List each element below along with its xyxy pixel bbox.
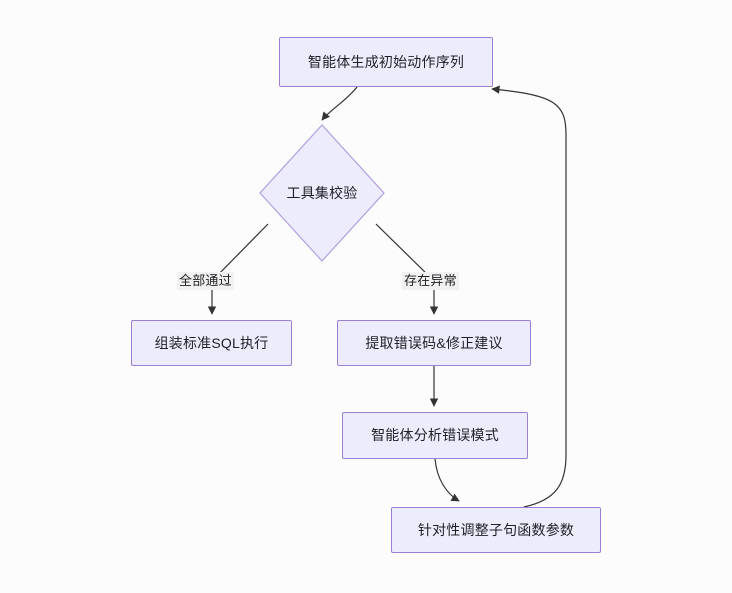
node-label: 组装标准SQL执行 — [154, 334, 269, 351]
edge-label-has-exception: 存在异常 — [402, 272, 459, 291]
node-label-wrapper: 工具集校验 — [259, 124, 385, 262]
edge-adjust-to-start-feedback — [491, 85, 567, 508]
edge-label-all-passed: 全部通过 — [177, 272, 234, 291]
node-label: 智能体分析错误模式 — [371, 427, 499, 444]
node-extract-error-code[interactable]: 提取错误码&修正建议 — [337, 320, 531, 366]
node-adjust-clause-function-params[interactable]: 针对性调整子句函数参数 — [391, 507, 601, 553]
edge-analyze-to-adjust — [434, 458, 460, 502]
node-assemble-standard-sql[interactable]: 组装标准SQL执行 — [131, 320, 292, 366]
node-label: 智能体生成初始动作序列 — [307, 53, 465, 70]
edge-label-text: 全部通过 — [179, 273, 232, 288]
node-generate-initial-actions[interactable]: 智能体生成初始动作序列 — [279, 37, 493, 87]
node-label: 工具集校验 — [286, 185, 358, 201]
node-toolset-validation[interactable]: 工具集校验 — [259, 124, 385, 262]
diamond-shape — [259, 124, 385, 262]
node-label: 针对性调整子句函数参数 — [417, 521, 575, 538]
node-label: 提取错误码&修正建议 — [365, 334, 503, 351]
edge-label-text: 存在异常 — [404, 273, 457, 288]
edge-start-to-validate — [321, 86, 358, 121]
node-analyze-error-pattern[interactable]: 智能体分析错误模式 — [342, 412, 528, 459]
